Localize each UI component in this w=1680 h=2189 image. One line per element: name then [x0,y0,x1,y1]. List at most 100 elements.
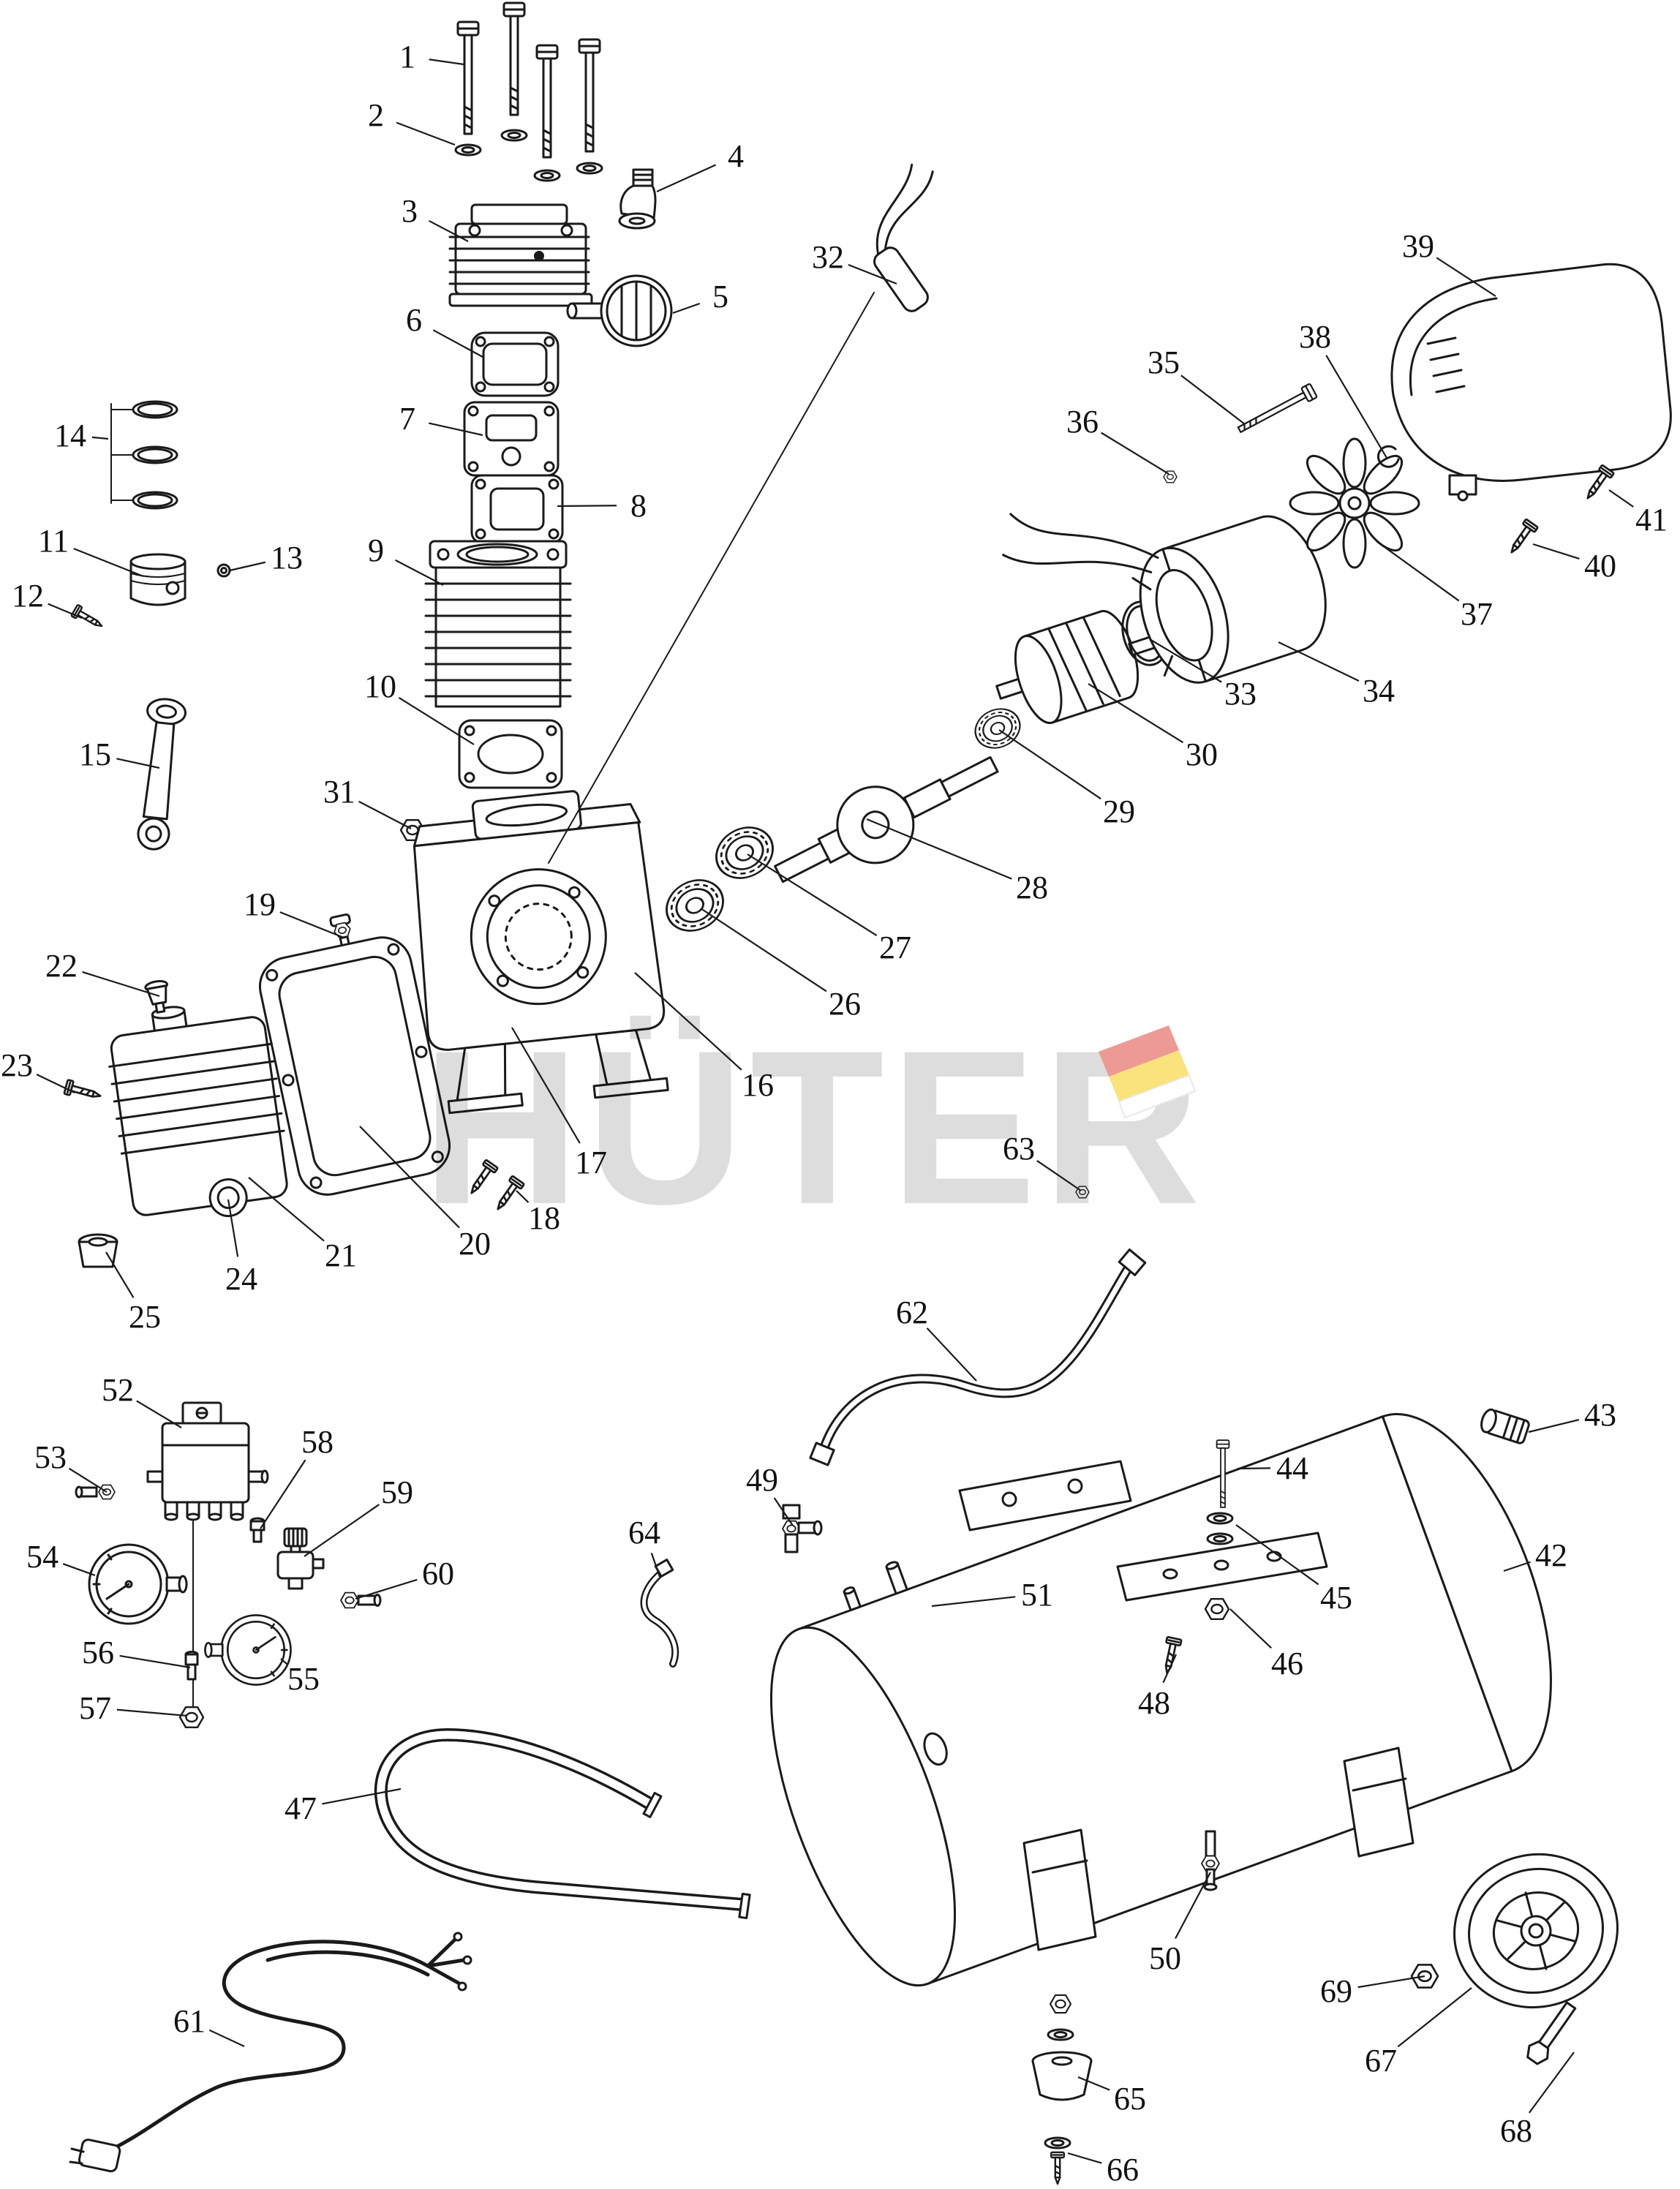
callout-47: 47 [285,1790,317,1826]
callout-line-48 [1162,1654,1178,1684]
callout-24: 24 [225,1261,257,1297]
callout-13: 13 [271,540,303,576]
part-cylinder-head [448,203,593,307]
callout-line-50 [1175,1872,1211,1940]
callout-17: 17 [575,1145,607,1180]
callout-16: 16 [742,1067,774,1103]
part-check-valve [782,1504,823,1553]
callout-line-15 [116,758,160,769]
callout-line-44 [1237,1467,1271,1470]
callout-69: 69 [1320,1973,1352,2009]
part-bearing-mid [706,816,783,889]
part-fitting-60 [340,1591,382,1609]
part-tank [769,1413,1552,1987]
callout-line-22 [82,971,160,998]
part-piston-rings [110,400,178,510]
part-regulator [276,1527,325,1590]
callout-line-36 [1101,432,1169,475]
watermark-flag-yellow [1109,1050,1189,1101]
part-tank-plug [1480,1408,1530,1444]
part-fan-shroud [1390,263,1672,502]
callout-38: 38 [1299,319,1331,355]
callout-55: 55 [287,1661,320,1697]
callout-line-7 [429,422,483,437]
callout-33: 33 [1224,676,1257,712]
part-foot-nut [1047,1994,1074,2041]
part-fan [1289,437,1420,569]
callout-9: 9 [368,532,384,568]
callout-line-18 [516,1190,530,1203]
callout-15: 15 [79,736,111,772]
callout-line-35 [1180,374,1246,425]
callout-line-62 [926,1327,977,1382]
callout-11: 11 [38,523,69,559]
callout-line-34 [1278,641,1360,682]
callout-line-39 [1436,257,1496,297]
callout-line-37 [1376,540,1460,602]
callout-22: 22 [45,948,78,984]
callout-line-66 [1067,2152,1102,2164]
callout-21: 21 [325,1237,357,1273]
callout-31: 31 [323,774,355,810]
part-valve-plate [463,401,560,477]
callout-line-27 [747,854,878,936]
harness-line [548,292,875,864]
callout-25: 25 [129,1299,161,1335]
part-stator [1002,513,1327,684]
callout-line-63 [1036,1160,1082,1191]
callout-29: 29 [1103,794,1135,829]
callout-19: 19 [244,886,276,922]
callout-line-61 [208,2029,245,2047]
part-bearing-front [656,869,734,942]
part-oil-drain-plug [78,1233,118,1268]
callout-7: 7 [399,401,415,437]
part-base-gasket [458,719,563,789]
callout-layer: 1234567891011121314151617181920212223242… [1,39,1668,2188]
part-fitting-58 [249,1517,265,1543]
callout-53: 53 [34,1439,67,1475]
part-bearing-rear [968,701,1028,756]
callout-34: 34 [1363,673,1395,709]
part-rubber-foot [1031,2051,1093,2101]
callout-line-45 [1235,1524,1319,1586]
part-nut-57 [178,1706,205,1729]
callout-44: 44 [1276,1450,1308,1486]
part-motor-bolt [1235,383,1318,437]
part-cover-screw [63,1078,104,1104]
callout-line-20 [359,1126,460,1229]
part-crankcase [413,790,669,1115]
part-retaining-clip [1377,445,1400,468]
callout-line-28 [866,818,1012,880]
callout-37: 37 [1461,596,1493,632]
callout-54: 54 [26,1539,59,1575]
callout-line-55 [280,1658,288,1665]
callout-6: 6 [406,302,422,338]
callout-14: 14 [54,418,86,453]
part-rotor [995,610,1161,725]
part-wheel [1453,1853,1619,2009]
callout-line-21 [248,1177,325,1242]
part-bolt-washers [454,129,603,182]
callout-line-10 [398,696,475,745]
part-elbow-fitting [618,168,657,230]
callout-42: 42 [1535,1537,1567,1573]
part-head-gasket [470,331,560,397]
callout-65: 65 [1114,2081,1146,2117]
callout-line-52 [136,1400,182,1428]
callout-line-17 [511,1027,581,1144]
part-pressure-switch [146,1401,269,1521]
callout-line-33 [1149,638,1222,683]
part-cylinder [424,540,572,708]
part-bracket-nut [1204,1597,1230,1621]
callout-line-5 [672,302,701,314]
callout-line-30 [1088,683,1184,744]
callout-line-23 [36,1074,75,1093]
callout-67: 67 [1365,2043,1397,2079]
watermark-text: HÜTER [421,1004,1206,1250]
part-mounting-bolts [456,1,601,159]
part-pressure-gauge-small [204,1614,292,1686]
callout-line-12 [48,603,83,619]
callout-line-16 [634,972,742,1071]
callout-line-11 [73,548,144,578]
